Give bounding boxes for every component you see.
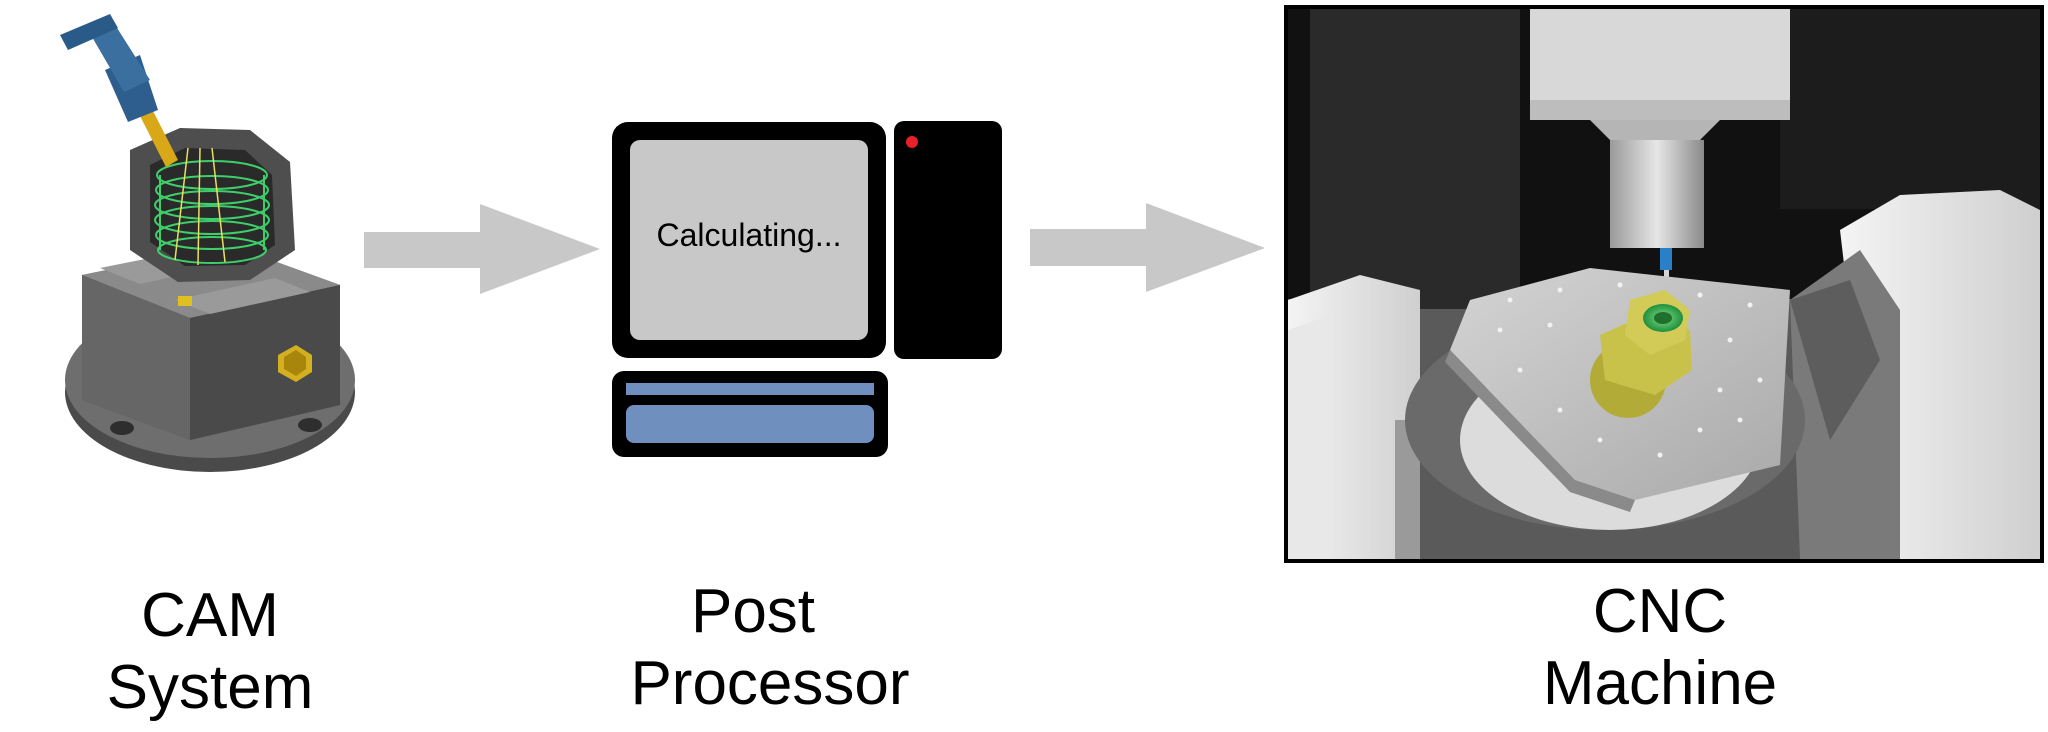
stage-label-post-processor: Post Processor (590, 576, 950, 720)
flow-arrow-1 (364, 204, 600, 294)
stage-label-line1: CNC (1592, 577, 1728, 646)
power-led (906, 136, 918, 148)
spindle (1610, 140, 1704, 248)
computer-tower (894, 121, 1002, 359)
tool (60, 14, 178, 167)
workpiece (1590, 290, 1692, 418)
stage-label-cnc: CNC Machine (1500, 576, 1820, 720)
toolpath (154, 160, 270, 264)
stage-label-line2: Machine (1542, 649, 1778, 718)
stage-label-line2: System (106, 653, 314, 722)
stage-label-cam: CAM System (60, 580, 360, 724)
screen-text: Calculating... (657, 217, 842, 253)
stage-label-line1: CAM (141, 581, 279, 650)
flow-arrow-2 (1030, 203, 1265, 292)
vise-screw (278, 345, 312, 382)
cam-system-illustration (60, 14, 355, 472)
stage-label-line1: Post (690, 577, 816, 646)
cnc-machine-illustration (1284, 5, 2044, 563)
post-processor-computer (612, 121, 1002, 457)
monitor-screen (630, 140, 868, 340)
stage-label-line2: Processor (630, 649, 910, 718)
